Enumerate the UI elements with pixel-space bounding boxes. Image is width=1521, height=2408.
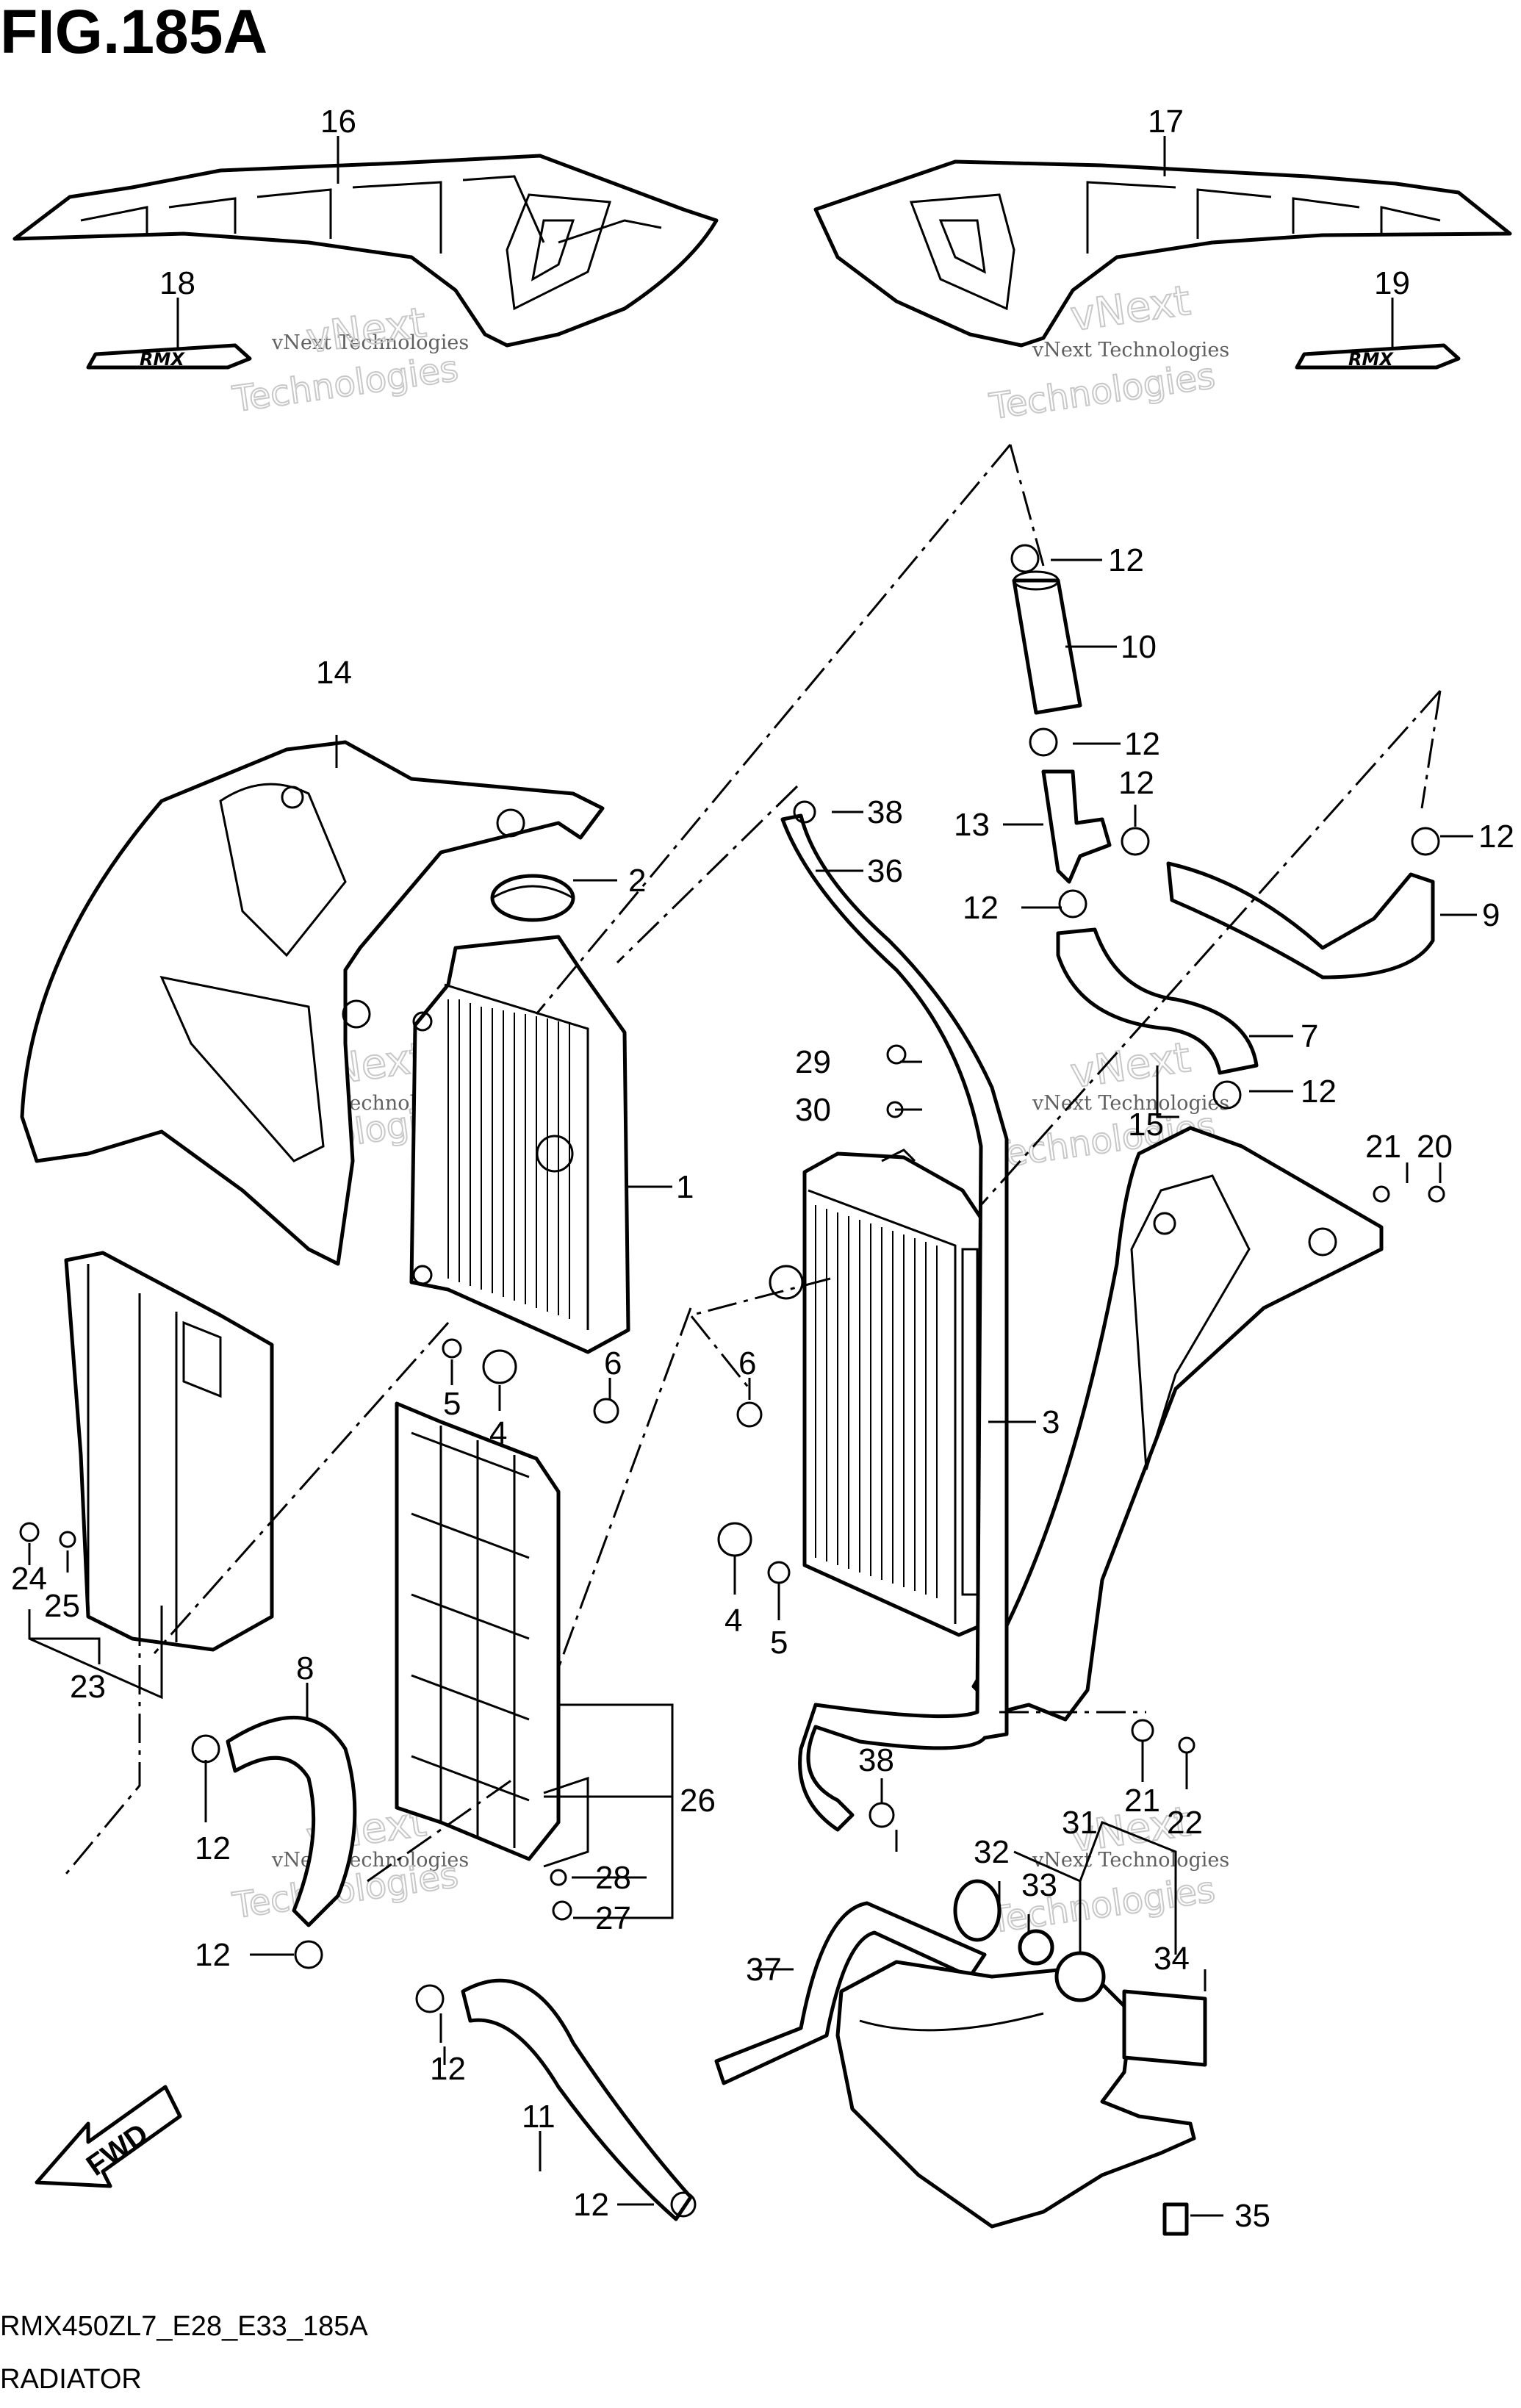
hardware (19, 544, 1445, 2218)
hose-11 (461, 1978, 693, 2221)
rmx-badge-text: RMX (1348, 349, 1394, 370)
callout-5: 5 (443, 1386, 461, 1422)
callout-12: 12 (573, 2187, 609, 2223)
callout-18: 18 (159, 265, 195, 301)
hose-9 (1166, 861, 1435, 980)
callout-20: 20 (1417, 1129, 1453, 1165)
hose-7 (1056, 927, 1259, 1075)
callout-8: 8 (296, 1650, 314, 1686)
callout-6: 6 (738, 1345, 756, 1381)
callout-13: 13 (954, 807, 990, 843)
callout-21: 21 (1124, 1783, 1160, 1819)
watermark-small: vNext Technologies (1032, 1092, 1229, 1115)
shroud-left-14 (20, 740, 605, 1266)
callout-30: 30 (795, 1092, 831, 1128)
callout-4: 4 (489, 1415, 507, 1451)
callout-12: 12 (1478, 819, 1514, 855)
watermark-small: vNext Technologies (1032, 339, 1229, 362)
reservoir-tank (835, 1879, 1207, 2236)
callout-34: 34 (1154, 1941, 1190, 1977)
decal-right-17 (813, 159, 1512, 348)
callout-12: 12 (1118, 765, 1154, 801)
radiator-right-3 (769, 1149, 987, 1637)
rmx-badge-text: RMX (140, 349, 185, 370)
callout-23: 23 (70, 1669, 106, 1705)
callout-7: 7 (1301, 1018, 1318, 1054)
watermark-small: vNext Technologies (271, 331, 469, 354)
callout-36: 36 (867, 853, 903, 889)
radiator-cap-2 (490, 874, 575, 922)
callout-12: 12 (1108, 542, 1144, 578)
callout-21: 21 (1365, 1129, 1401, 1165)
callout-12: 12 (963, 890, 999, 926)
callout-5: 5 (770, 1625, 788, 1661)
callout-9: 9 (1482, 897, 1500, 933)
callout-26: 26 (680, 1783, 716, 1819)
radiator-left-1 (409, 935, 630, 1354)
section-name: RADIATOR (0, 2364, 142, 2395)
callout-22: 22 (1167, 1805, 1203, 1841)
callout-12: 12 (1124, 726, 1160, 762)
callout-17: 17 (1148, 104, 1184, 140)
hose-10 (1012, 570, 1082, 715)
decal-badge-19: RMX (1295, 343, 1461, 370)
callout-38: 38 (858, 1742, 894, 1778)
decal-badge-18: RMX (86, 343, 252, 370)
callout-28: 28 (595, 1860, 631, 1896)
leader-lines (28, 136, 1477, 2217)
callout-25: 25 (44, 1588, 80, 1624)
callout-6: 6 (604, 1345, 622, 1381)
watermark-small: vNext Technologies (271, 1849, 469, 1872)
callout-12: 12 (195, 1937, 231, 1973)
callout-10: 10 (1121, 629, 1157, 665)
watermark-big: vNext (1068, 277, 1193, 341)
callout-2: 2 (628, 863, 646, 899)
callout-3: 3 (1042, 1404, 1060, 1440)
callout-4: 4 (724, 1603, 742, 1639)
callout-15: 15 (1128, 1107, 1164, 1143)
callout-37: 37 (746, 1952, 782, 1988)
radiator-louvre-26 (395, 1401, 589, 1868)
t-joint-13 (1041, 769, 1112, 884)
radiator-guard-23 (64, 1251, 274, 1652)
hose-8 (226, 1715, 357, 1927)
callout-14: 14 (316, 655, 352, 691)
callout-29: 29 (795, 1044, 831, 1080)
callout-12: 12 (430, 2051, 466, 2087)
model-code: RMX450ZL7_E28_E33_185A (0, 2311, 368, 2342)
callout-19: 19 (1374, 265, 1410, 301)
tube-37 (714, 1901, 987, 2085)
callout-33: 33 (1021, 1867, 1057, 1903)
callout-24: 24 (11, 1561, 47, 1597)
fwd-arrow: FWD (35, 2085, 182, 2188)
callout-1: 1 (676, 1169, 694, 1205)
callout-32: 32 (974, 1834, 1010, 1870)
watermark-big: Technologies (987, 356, 1218, 428)
callout-35: 35 (1234, 2198, 1270, 2234)
callout-27: 27 (595, 1900, 631, 1936)
watermark-big: vNext (1068, 1034, 1193, 1098)
callout-38: 38 (867, 794, 903, 830)
callout-11: 11 (522, 2099, 555, 2135)
callout-31: 31 (1062, 1805, 1098, 1841)
decal-left-16 (12, 154, 719, 348)
callout-12: 12 (1301, 1074, 1337, 1110)
callout-12: 12 (195, 1830, 231, 1866)
callout-16: 16 (320, 104, 356, 140)
shroud-right-15 (971, 1126, 1384, 1722)
overflow-tube-36 (780, 813, 1009, 1832)
watermark-big: Technologies (230, 348, 461, 421)
watermark-small: vNext Technologies (1032, 1849, 1229, 1872)
figure-title: FIG.185A (0, 0, 267, 66)
callouts: 16 17 18 19 12 10 14 12 38 12 12 13 12 2… (11, 104, 1514, 2234)
